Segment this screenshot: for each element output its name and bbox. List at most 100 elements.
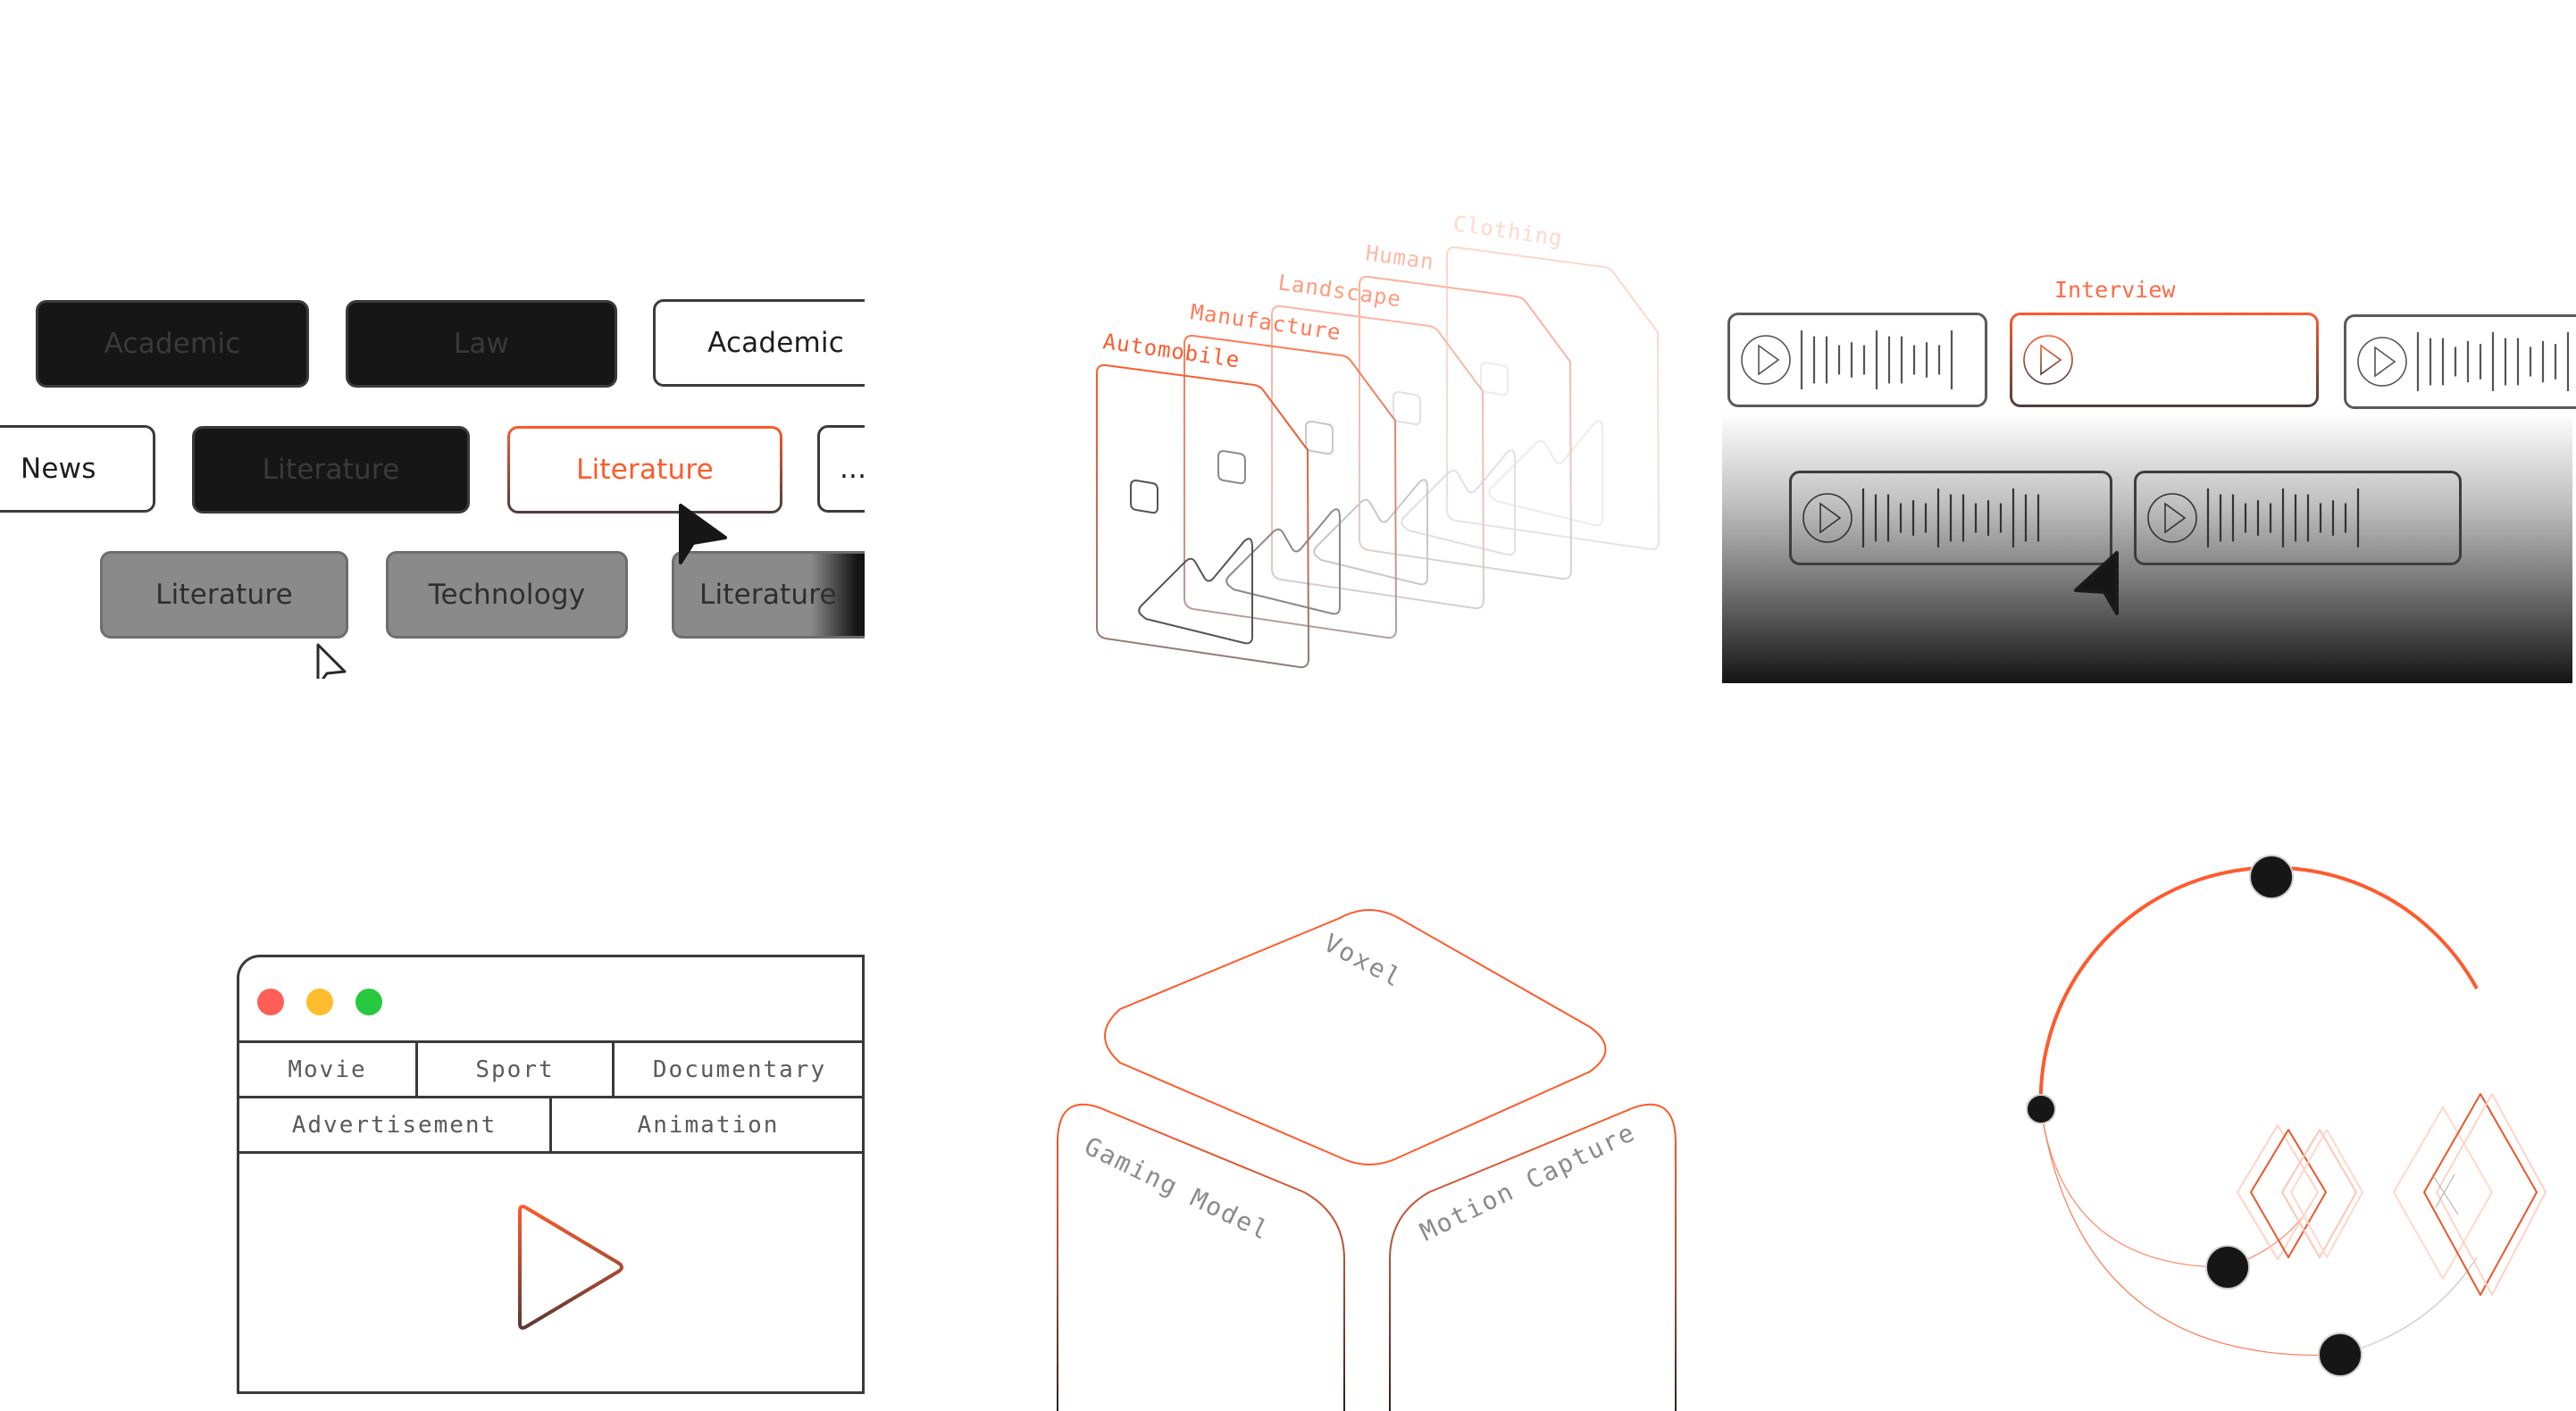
image-card-outline	[1446, 246, 1660, 551]
audio-gradient-backdrop	[1722, 413, 2572, 683]
chip-label: Academic	[104, 328, 241, 360]
orbit-node[interactable]	[2249, 855, 2294, 899]
chip-label: Literature	[576, 454, 714, 486]
audio-clip-card[interactable]	[1727, 313, 1987, 407]
chip-label: Law	[453, 328, 510, 360]
audio-waveform	[1741, 330, 1953, 389]
orbit-node[interactable]	[2318, 1332, 2363, 1377]
orbit-node[interactable]	[2026, 1094, 2056, 1124]
play-circle-icon[interactable]	[1802, 493, 1853, 543]
image-sun-icon	[1480, 361, 1509, 397]
window-close-button[interactable]	[257, 989, 284, 1015]
image-category-label: Automobile	[1101, 329, 1242, 372]
image-sun-icon	[1393, 390, 1421, 426]
image-card-outline	[1271, 305, 1485, 610]
image-mountain-icon	[1313, 479, 1428, 586]
tab-movie[interactable]: Movie	[239, 1043, 418, 1096]
window-maximize-button[interactable]	[355, 989, 382, 1015]
chip-label: Academic	[707, 327, 844, 359]
image-card-outline	[1183, 334, 1398, 639]
chip-label: Literature	[262, 454, 400, 486]
chip-label: Technology	[428, 579, 586, 611]
audio-waveform	[1802, 488, 2040, 547]
play-circle-icon[interactable]	[1741, 335, 1791, 385]
play-circle-icon[interactable]	[2023, 335, 2073, 385]
orbit-diagram	[2026, 855, 2547, 1377]
fade-overlay	[811, 554, 865, 636]
image-category-label: Clothing	[1451, 211, 1564, 251]
category-tabs-row-2: Advertisement Animation	[239, 1096, 865, 1151]
orbit-thin-arc	[2339, 1257, 2478, 1356]
ellipsis-icon: ...	[840, 453, 865, 485]
cursor-filled-icon	[679, 504, 727, 564]
play-circle-icon[interactable]	[2147, 493, 2197, 543]
image-mountain-icon	[1488, 420, 1603, 527]
image-mountain-icon	[1138, 538, 1253, 645]
tab-sport[interactable]: Sport	[418, 1043, 615, 1096]
chip-label: Literature	[699, 579, 837, 611]
diamond-small-icon	[2237, 1124, 2363, 1260]
image-sun-icon	[1130, 479, 1158, 514]
tab-label: Animation	[637, 1111, 780, 1139]
orbit-thin-arc	[2040, 1108, 2341, 1357]
tab-documentary[interactable]: Documentary	[615, 1043, 865, 1096]
cube-left-face[interactable]	[1057, 1103, 1345, 1411]
tag-chip-academic[interactable]: Academic	[36, 300, 309, 388]
audio-clip-card-interview[interactable]	[2010, 313, 2319, 407]
image-category-stack: AutomobileManufactureLandscapeHumanCloth…	[1096, 211, 1660, 669]
audio-waveform	[2357, 332, 2570, 391]
image-card[interactable]	[1271, 305, 1485, 610]
tag-chip-literature-active[interactable]: Literature	[507, 426, 782, 513]
tag-chip-news[interactable]: News	[0, 425, 155, 513]
tab-advertisement[interactable]: Advertisement	[239, 1098, 552, 1151]
window-edge	[862, 957, 865, 1391]
cube-right-face[interactable]	[1389, 1103, 1677, 1411]
tab-label: Advertisement	[291, 1111, 498, 1139]
tag-chip-panel: Academic Law Academic News Literature Li…	[0, 268, 865, 679]
audio-highlight-label: Interview	[2054, 277, 2176, 303]
cursor-filled-icon	[2074, 551, 2119, 615]
image-card[interactable]	[1183, 334, 1398, 639]
image-card[interactable]	[1359, 275, 1573, 580]
image-sun-icon	[1217, 449, 1246, 485]
play-icon[interactable]	[507, 1200, 632, 1334]
tab-label: Movie	[288, 1056, 367, 1083]
image-card[interactable]	[1446, 246, 1660, 551]
orbit-node[interactable]	[2205, 1245, 2250, 1290]
orbit-arc	[2038, 865, 2479, 1110]
category-tabs-row-1: Movie Sport Documentary	[239, 1040, 865, 1096]
orbit-thin-arc	[2040, 1108, 2305, 1268]
more-chips-button[interactable]: ...	[817, 425, 865, 513]
image-category-label: Human	[1364, 240, 1435, 274]
cube-top-face[interactable]	[1104, 909, 1607, 1165]
image-card[interactable]	[1096, 363, 1310, 669]
play-icon	[2374, 346, 2396, 378]
cube-label-motion-capture: Motion Capture	[1416, 1117, 1641, 1247]
play-icon	[2040, 344, 2062, 376]
tag-chip-literature-dark[interactable]: Literature	[192, 426, 470, 513]
audio-clip-card[interactable]	[2134, 471, 2462, 565]
image-label-group: AutomobileManufactureLandscapeHumanCloth…	[1101, 211, 1564, 372]
tab-label: Sport	[475, 1056, 555, 1083]
image-card-outline	[1096, 363, 1310, 669]
chip-label: News	[21, 453, 96, 485]
play-icon	[1819, 502, 1842, 534]
tag-chip-literature-gray-2[interactable]: Literature	[672, 551, 865, 639]
tag-chip-literature-gray-1[interactable]: Literature	[100, 551, 348, 639]
image-category-label: Landscape	[1276, 270, 1403, 312]
play-icon	[2164, 502, 2187, 534]
video-category-window: Movie Sport Documentary Advertisement An…	[237, 955, 865, 1394]
cursor-outline-icon	[316, 643, 347, 679]
tag-chip-academic-selected[interactable]: Academic	[653, 299, 865, 387]
play-circle-icon[interactable]	[2357, 337, 2407, 387]
audio-clip-card[interactable]	[2344, 314, 2576, 409]
tag-chip-law[interactable]: Law	[346, 300, 617, 388]
tag-chip-technology[interactable]: Technology	[386, 551, 628, 639]
image-card-outline	[1359, 275, 1573, 580]
audio-clip-card[interactable]	[1789, 471, 2112, 565]
cube-label-voxel: Voxel	[1319, 928, 1408, 993]
window-minimize-button[interactable]	[306, 989, 333, 1015]
audio-waveform	[2147, 488, 2360, 547]
tab-animation[interactable]: Animation	[552, 1098, 865, 1151]
image-card-group	[1096, 246, 1660, 669]
